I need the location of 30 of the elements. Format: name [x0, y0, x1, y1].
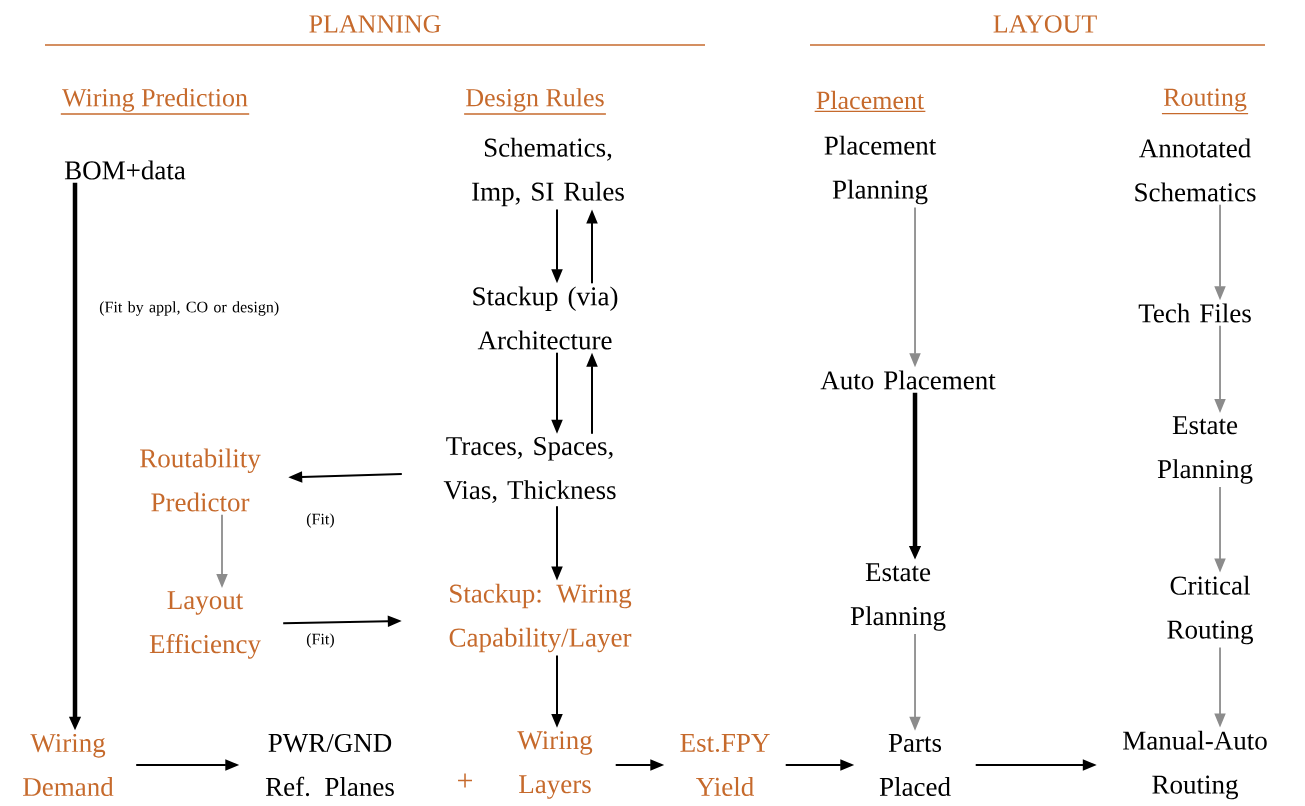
step-text: Stackup (via) Architecture	[473, 286, 618, 350]
step-text: Estate Planning	[850, 563, 946, 631]
step-text: Parts Placed	[879, 734, 951, 796]
step-text: Placement Planning	[824, 135, 937, 205]
step-text: Tech Files	[1138, 303, 1251, 323]
step-text: Stackup: Wiring Capability/Layer	[449, 583, 632, 653]
step-text: Wiring Demand	[23, 733, 114, 797]
step-text: Annotated Schematics	[1135, 138, 1256, 202]
plus-sign: +	[458, 773, 472, 788]
edge-label: (Fit by appl, CO or design)	[99, 301, 279, 316]
step-text: Estate Planning	[1157, 416, 1253, 484]
column-heading: Wiring Prediction	[60, 88, 250, 115]
step-text: Est.FPY Yield	[680, 734, 770, 796]
step-text: BOM+data	[64, 160, 186, 180]
edge-label: (Fit)	[306, 513, 334, 528]
column-heading: Placement	[813, 90, 927, 113]
step-text: PWR/GND Ref. Planes	[265, 733, 394, 797]
step-text: Wiring Layers	[517, 731, 593, 799]
step-text: Critical Routing	[1167, 575, 1253, 645]
edge-label: (Fit)	[306, 633, 334, 648]
column-heading: Routing	[1161, 88, 1249, 115]
step-text: Traces, Spaces, Vias, Thickness	[443, 437, 616, 504]
step-text: Auto Placement	[820, 370, 996, 390]
step-text: Routability Predictor	[140, 448, 261, 512]
step-text: Layout Efficiency	[149, 591, 261, 659]
section-heading: LAYOUT	[809, 15, 1266, 46]
section-heading: PLANNING	[44, 15, 706, 46]
column-heading: Design Rules	[463, 88, 607, 115]
step-text: Schematics, Imp, SI Rules	[472, 137, 624, 207]
step-text: Manual-Auto Routing	[1123, 730, 1267, 800]
